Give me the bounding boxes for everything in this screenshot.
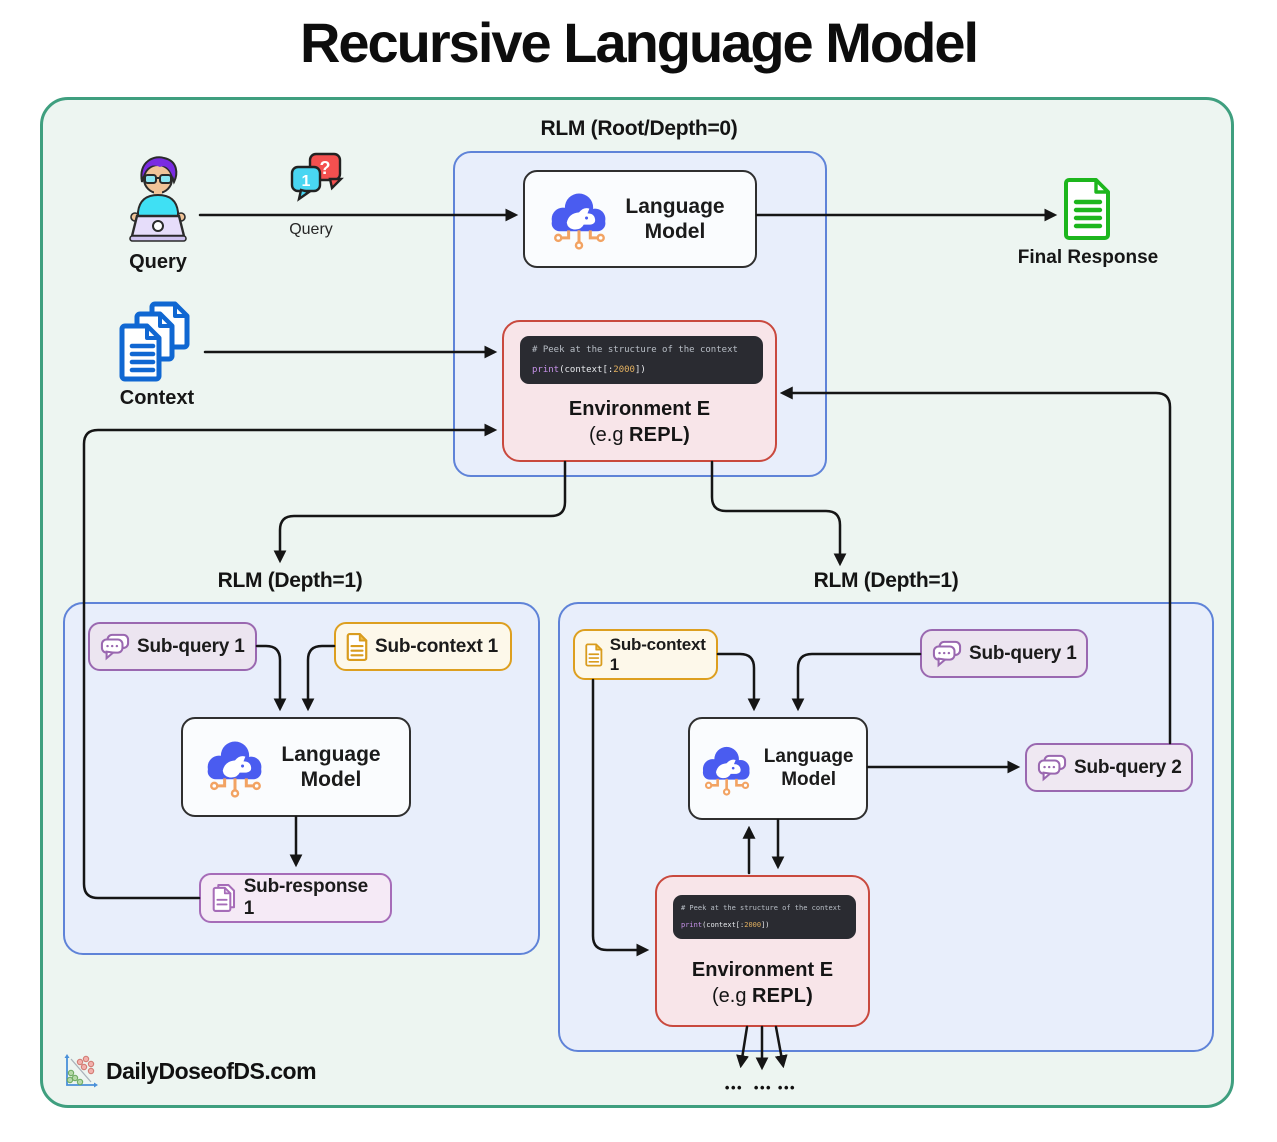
- scatter-plot-icon: [64, 1054, 98, 1088]
- recursion-ellipsis: •••: [724, 1080, 744, 1095]
- page-title: Recursive Language Model: [299, 11, 979, 74]
- code-line-print: print(context[:2000]): [681, 921, 770, 929]
- right-environment-box: # Peek at the structure of the context p…: [655, 875, 870, 1027]
- chip-label: Sub-query 2: [1074, 756, 1182, 778]
- right-sub-query-1-chip: Sub-query 1: [920, 629, 1088, 678]
- context-label: Context: [119, 387, 195, 409]
- chat-icon: [100, 633, 130, 660]
- svg-text:?: ?: [320, 158, 331, 178]
- left-rlm-label: RLM (Depth=1): [217, 569, 363, 592]
- chat-bubbles-icon: ? 1: [290, 152, 344, 202]
- recursion-ellipsis: •••: [753, 1080, 773, 1095]
- chip-label: Sub-query 1: [969, 642, 1077, 664]
- code-line-print: print(context[:2000]): [532, 365, 646, 375]
- language-model-label: Language Model: [625, 194, 725, 243]
- root-rlm-label: RLM (Root/Depth=0): [540, 117, 738, 140]
- right-language-model-box: Language Model: [688, 717, 868, 820]
- file-icon: [585, 642, 603, 667]
- context-documents-icon: [119, 301, 190, 382]
- right-sub-context-1-chip: Sub-context 1: [573, 629, 718, 680]
- brand-text: DailyDoseofDS.com: [106, 1058, 317, 1084]
- chip-label: Sub-context 1: [609, 634, 706, 674]
- right-rlm-label: RLM (Depth=1): [813, 569, 959, 592]
- file-icon: [346, 632, 368, 661]
- chip-label: Sub-context 1: [375, 635, 499, 657]
- left-sub-response-1-chip: Sub-response 1: [199, 873, 392, 923]
- whale-cloud-icon: [702, 746, 750, 796]
- language-model-label: Language Model: [763, 745, 854, 790]
- language-model-label: Language Model: [281, 742, 381, 791]
- environment-name: Environment E: [568, 398, 711, 420]
- whale-cloud-icon: [551, 193, 606, 250]
- whale-cloud-icon: [207, 741, 262, 798]
- left-sub-query-1-chip: Sub-query 1: [88, 622, 257, 671]
- final-response-document-icon: [1064, 178, 1110, 240]
- chat-icon: [1037, 754, 1067, 781]
- right-sub-query-2-chip: Sub-query 2: [1025, 743, 1193, 792]
- left-language-model-box: Language Model: [181, 717, 411, 817]
- files-icon: [212, 884, 236, 912]
- code-line-comment: # Peek at the structure of the context: [681, 904, 842, 912]
- code-snippet: # Peek at the structure of the context p…: [673, 895, 856, 939]
- svg-text:1: 1: [302, 173, 311, 190]
- chat-icon: [932, 640, 962, 667]
- environment-name: Environment E: [691, 959, 834, 981]
- chip-label: Sub-response 1: [243, 876, 368, 919]
- user-query-label: Query: [129, 251, 187, 273]
- environment-example: (e.g REPL): [588, 424, 691, 446]
- code-snippet: # Peek at the structure of the context p…: [520, 336, 763, 384]
- final-response-label: Final Response: [1017, 247, 1159, 268]
- chip-label: Sub-query 1: [137, 635, 245, 657]
- user-icon: [129, 156, 187, 242]
- code-line-comment: # Peek at the structure of the context: [532, 345, 738, 355]
- environment-example: (e.g REPL): [711, 985, 814, 1007]
- root-environment-box: # Peek at the structure of the context p…: [502, 320, 777, 462]
- query-arrow-label: Query: [289, 221, 333, 238]
- root-language-model-box: Language Model: [523, 170, 757, 268]
- left-sub-context-1-chip: Sub-context 1: [334, 622, 512, 671]
- recursion-ellipsis: •••: [777, 1080, 797, 1095]
